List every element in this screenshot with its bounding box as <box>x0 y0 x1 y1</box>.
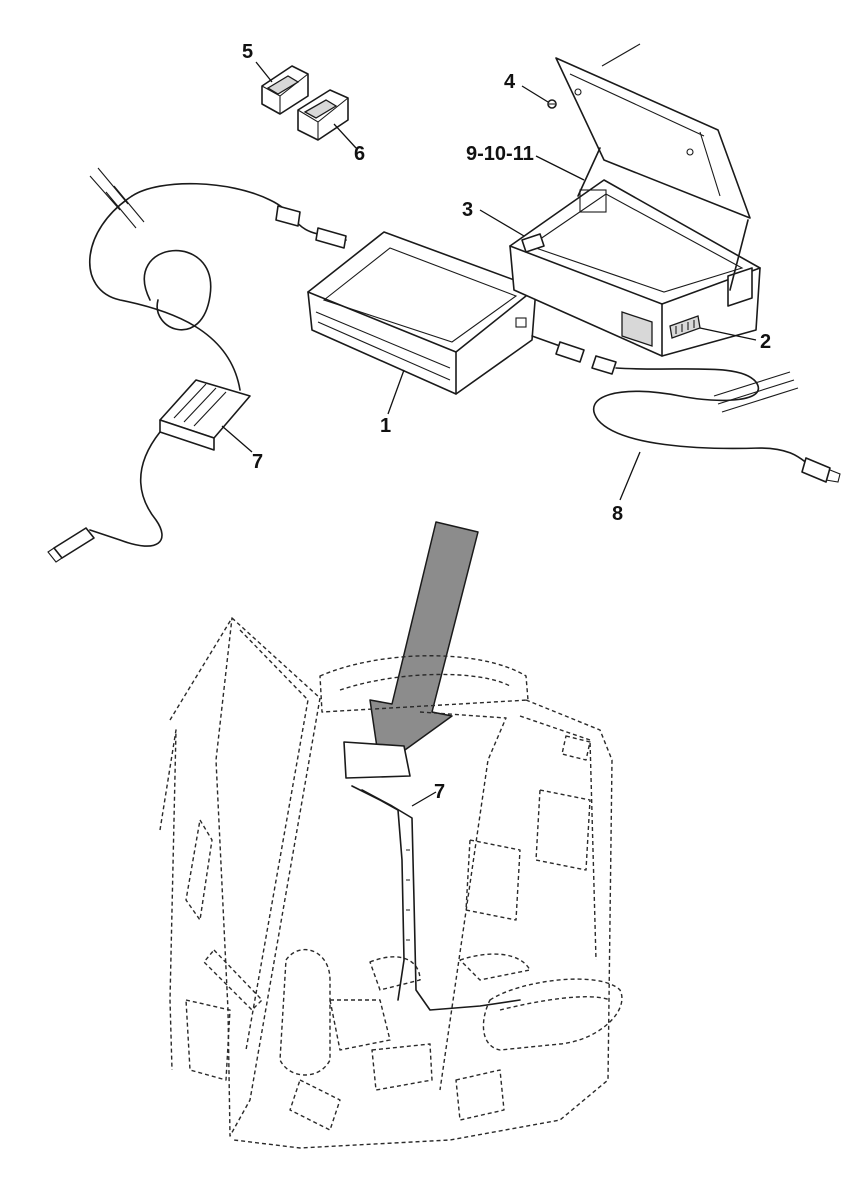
cab-outline <box>159 617 623 1149</box>
callout-9-10-11: 9-10-11 <box>466 143 585 181</box>
part-3-enclosure <box>509 179 761 357</box>
mounted-unit <box>343 741 521 1011</box>
callout-4: 4 <box>504 71 549 103</box>
svg-text:8: 8 <box>612 503 623 525</box>
part-4-screw <box>547 99 557 109</box>
svg-text:7: 7 <box>434 781 445 803</box>
svg-text:1: 1 <box>380 415 391 437</box>
part-2-connector <box>669 315 701 339</box>
cut-marks-left <box>89 167 145 229</box>
part-1-box <box>307 231 537 395</box>
callout-7-bottom: 7 <box>411 781 445 807</box>
lid-panel <box>555 43 751 219</box>
part-7-adapter <box>47 182 347 563</box>
callout-7-top: 7 <box>221 425 263 473</box>
callout-5: 5 <box>242 41 273 83</box>
svg-text:6: 6 <box>354 143 365 165</box>
callout-6: 6 <box>333 123 365 165</box>
cut-marks-right <box>713 371 799 413</box>
part-8-cable <box>531 335 841 483</box>
svg-text:7: 7 <box>252 451 263 473</box>
strap-9-10-11 <box>577 147 601 197</box>
location-arrow <box>369 521 479 769</box>
part-6-block <box>297 89 349 141</box>
svg-text:5: 5 <box>242 41 253 63</box>
callout-1: 1 <box>380 369 405 437</box>
part-5-block <box>261 65 309 115</box>
svg-text:2: 2 <box>760 331 771 353</box>
callout-3: 3 <box>462 199 525 237</box>
svg-text:4: 4 <box>504 71 516 93</box>
strap-right <box>729 219 749 291</box>
callout-8: 8 <box>612 451 641 525</box>
svg-text:9-10-11: 9-10-11 <box>466 143 534 165</box>
callout-2: 2 <box>699 327 771 353</box>
svg-text:3: 3 <box>462 199 473 221</box>
